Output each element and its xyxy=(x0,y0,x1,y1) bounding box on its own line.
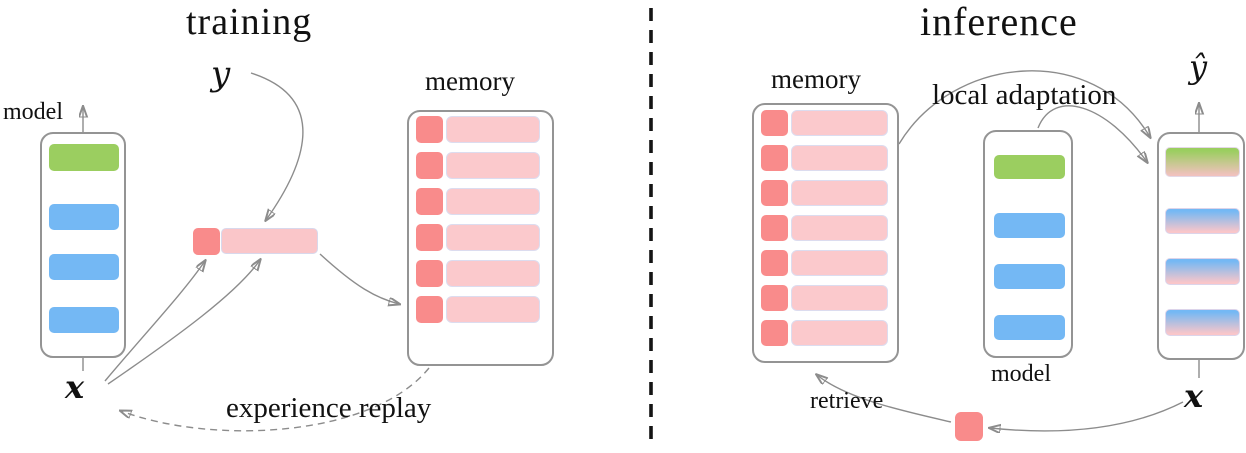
experience-replay-arrow xyxy=(121,367,430,432)
memory-row xyxy=(761,180,888,206)
memory-value xyxy=(446,260,540,287)
memory-key xyxy=(761,250,788,276)
memory-row xyxy=(416,224,540,251)
memory-value xyxy=(446,188,540,215)
inference-model-label: model xyxy=(991,361,1051,387)
memory-key xyxy=(761,110,788,136)
memory-value xyxy=(791,110,888,136)
arrow-pair-to-memory xyxy=(319,253,399,304)
training-title: training xyxy=(186,1,313,43)
memory-row xyxy=(416,296,540,323)
memory-row xyxy=(761,250,888,276)
training-input-label: x xyxy=(65,368,85,406)
written-memory-value xyxy=(221,228,318,254)
inference-input-label: x xyxy=(1184,377,1204,415)
memory-value xyxy=(446,152,540,179)
training-model-box xyxy=(40,132,126,358)
inference-model-box xyxy=(983,130,1073,358)
retrieve-label: retrieve xyxy=(810,388,884,414)
memory-value xyxy=(446,224,540,251)
memory-key xyxy=(416,260,443,287)
adapted-hidden-layer xyxy=(1165,208,1240,234)
training-memory-label: memory xyxy=(425,66,515,96)
arrow-x-to-key xyxy=(104,261,205,382)
memory-value xyxy=(791,320,888,346)
prediction-label: ŷ xyxy=(1189,48,1208,86)
inference-title: inference xyxy=(920,0,1078,44)
training-model-label: model xyxy=(3,99,63,125)
memory-row xyxy=(416,260,540,287)
experience-replay-label: experience replay xyxy=(226,392,432,424)
memory-value xyxy=(791,180,888,206)
inference-memory-label: memory xyxy=(771,64,861,94)
memory-value xyxy=(446,116,540,143)
memory-row xyxy=(761,285,888,311)
memory-key xyxy=(761,285,788,311)
memory-key xyxy=(416,116,443,143)
arrow-x-to-query xyxy=(990,401,1184,431)
memory-value xyxy=(791,250,888,276)
local-adaptation-label: local adaptation xyxy=(932,79,1117,111)
model-hidden-layer xyxy=(994,264,1065,289)
memory-value xyxy=(791,145,888,171)
memory-row xyxy=(761,215,888,241)
memory-key xyxy=(416,188,443,215)
model-hidden-layer xyxy=(49,307,119,333)
memory-value xyxy=(791,285,888,311)
model-output-layer xyxy=(49,144,119,171)
model-hidden-layer xyxy=(49,254,119,280)
memory-value xyxy=(446,296,540,323)
memory-row xyxy=(761,320,888,346)
memory-key xyxy=(761,320,788,346)
training-memory-box xyxy=(407,110,554,366)
adapted-model-box xyxy=(1157,132,1245,360)
arrow-memory-to-adapted-model xyxy=(898,70,1150,145)
memory-row xyxy=(416,152,540,179)
memory-row xyxy=(761,145,888,171)
arrow-x-to-value xyxy=(107,260,260,385)
memory-key xyxy=(416,296,443,323)
memory-row xyxy=(416,116,540,143)
retrieve-arrow xyxy=(817,375,952,423)
model-hidden-layer xyxy=(994,315,1065,340)
model-output-layer xyxy=(994,155,1065,179)
model-hidden-layer xyxy=(994,213,1065,238)
arrow-model-to-adapted-model xyxy=(1037,105,1147,162)
query-key-square xyxy=(955,412,983,441)
inference-memory-box xyxy=(752,103,899,363)
memory-key xyxy=(416,224,443,251)
memory-value xyxy=(791,215,888,241)
model-hidden-layer xyxy=(49,204,119,230)
adapted-hidden-layer xyxy=(1165,258,1240,285)
adapted-hidden-layer xyxy=(1165,309,1240,336)
memory-row xyxy=(416,188,540,215)
memory-key xyxy=(761,215,788,241)
adapted-output-layer xyxy=(1165,147,1240,177)
written-memory-key xyxy=(193,228,220,255)
memory-row xyxy=(761,110,888,136)
memory-key xyxy=(761,145,788,171)
memory-key xyxy=(416,152,443,179)
arrow-y-to-pair xyxy=(250,72,304,220)
training-output-label: y xyxy=(211,54,231,94)
memory-key xyxy=(761,180,788,206)
